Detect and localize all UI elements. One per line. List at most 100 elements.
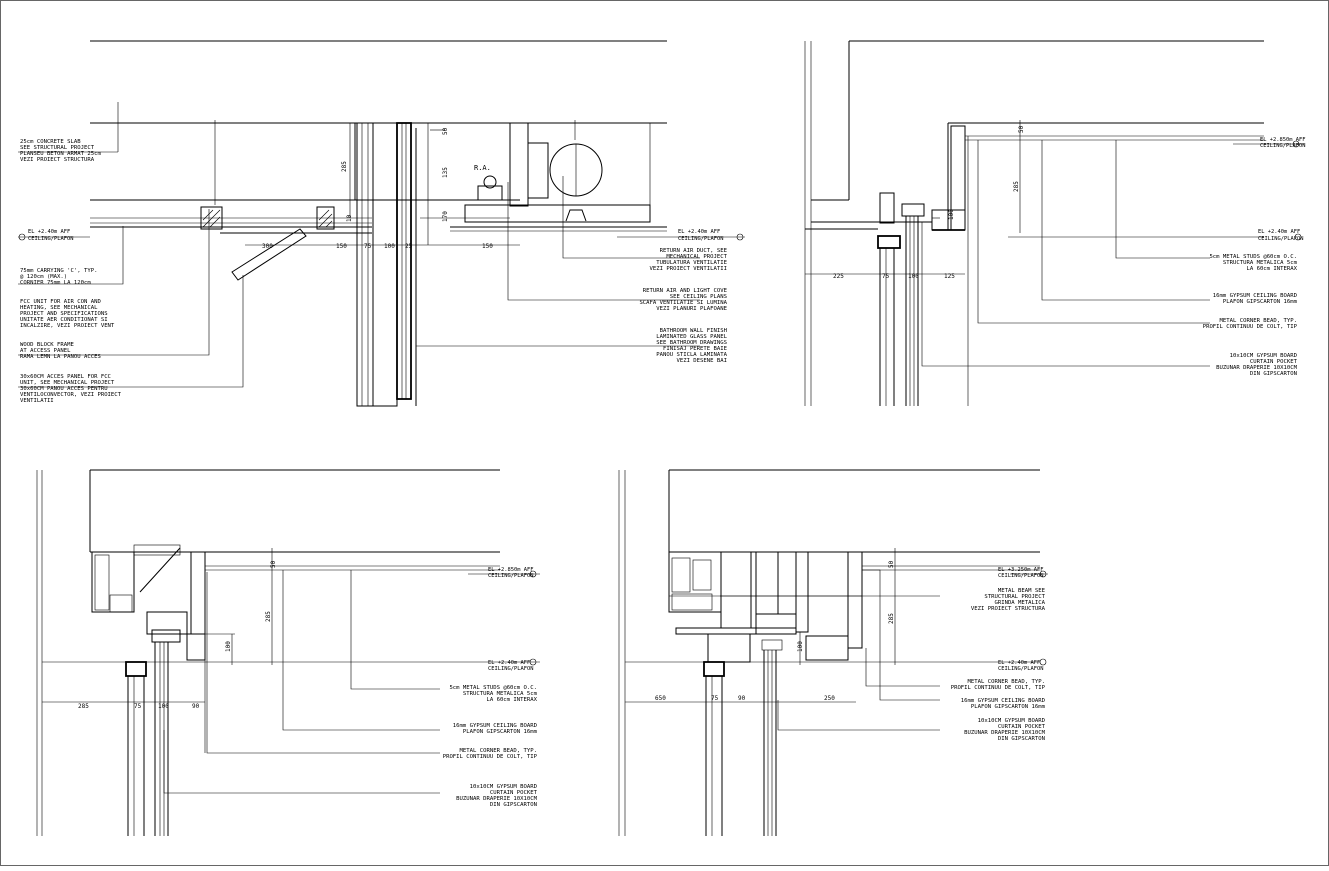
- svg-text:BUZUNAR DRAPERIE 10X10CM: BUZUNAR DRAPERIE 10X10CM: [964, 730, 1045, 736]
- svg-text:EL +2.40m AFF: EL +2.40m AFF: [678, 229, 720, 235]
- svg-text:LAMINATED GLASS PANEL: LAMINATED GLASS PANEL: [656, 334, 727, 340]
- svg-text:150: 150: [482, 243, 493, 250]
- svg-text:75: 75: [882, 273, 890, 280]
- svg-text:VEZI PROIECT STRUCTURA: VEZI PROIECT STRUCTURA: [971, 606, 1046, 612]
- svg-text:100: 100: [225, 641, 232, 652]
- svg-text:VEZI DESENE BAI: VEZI DESENE BAI: [676, 358, 727, 364]
- detail4-level-bottom: EL +2.40m AFF CEILING/PLAFON: [998, 660, 1043, 672]
- wood-block-left: [200, 206, 223, 230]
- access-panel: [231, 228, 307, 281]
- svg-text:50: 50: [888, 560, 895, 568]
- svg-text:650: 650: [655, 695, 666, 702]
- svg-text:EL +2.40m AFF: EL +2.40m AFF: [488, 660, 530, 666]
- svg-text:PLAFON GIPSCARTON 16mm: PLAFON GIPSCARTON 16mm: [1223, 299, 1298, 305]
- detail4-level-top: EL +3.250m AFF CEILING/PLAFON: [998, 567, 1043, 579]
- svg-text:SEE STRUCTURAL PROJECT: SEE STRUCTURAL PROJECT: [20, 145, 95, 151]
- svg-text:EL +2.850m AFF: EL +2.850m AFF: [1260, 137, 1305, 143]
- svg-text:BUZUNAR DRAPERIE 10X10CM: BUZUNAR DRAPERIE 10X10CM: [456, 796, 537, 802]
- svg-text:16mm GYPSUM CEILING BOARD: 16mm GYPSUM CEILING BOARD: [453, 723, 538, 729]
- svg-text:100: 100: [908, 273, 919, 280]
- svg-text:PLAFON GIPSCARTON 16mm: PLAFON GIPSCARTON 16mm: [463, 729, 538, 735]
- svg-text:PROFIL CONTINUU DE COLT, TIP: PROFIL CONTINUU DE COLT, TIP: [1203, 324, 1298, 330]
- svg-text:CEILING/PLAFON: CEILING/PLAFON: [488, 573, 533, 579]
- svg-text:135: 135: [442, 167, 449, 178]
- svg-text:EL +2.40m AFF: EL +2.40m AFF: [1258, 229, 1300, 235]
- svg-text:CURTAIN POCKET: CURTAIN POCKET: [490, 790, 538, 796]
- svg-text:CEILING/PLAFON: CEILING/PLAFON: [1260, 143, 1305, 149]
- svg-text:METAL BEAM SEE: METAL BEAM SEE: [998, 588, 1046, 594]
- svg-text:10x10CM GYPSUM BOARD: 10x10CM GYPSUM BOARD: [978, 718, 1046, 724]
- svg-text:50: 50: [270, 560, 277, 568]
- detail2-notes: 5cm METAL STUDS @60cm O.C. STRUCTURA MET…: [1203, 254, 1298, 377]
- glass-panel: [396, 122, 412, 400]
- level-markers: [18, 140, 1302, 666]
- svg-text:50: 50: [1018, 125, 1025, 133]
- wood-block-right: [316, 206, 335, 230]
- svg-text:EL +2.850m AFF: EL +2.850m AFF: [488, 567, 533, 573]
- svg-text:STRUCTURA METALICA 5cm: STRUCTURA METALICA 5cm: [463, 691, 538, 697]
- detail1-note-1: 75mm CARRYING 'C', TYP. @ 120cm (MAX.) C…: [20, 268, 97, 286]
- detail2-level-bottom: EL +2.40m AFF CEILING/PLAFON: [1258, 229, 1303, 242]
- detail1-level-left: EL +2.40m AFF CEILING/PLAFON: [28, 229, 73, 242]
- svg-text:WOOD BLOCK FRAME: WOOD BLOCK FRAME: [20, 342, 75, 348]
- svg-text:EL +2.40m AFF: EL +2.40m AFF: [28, 229, 70, 235]
- svg-text:RAMA LEMN LA PANOU ACCES: RAMA LEMN LA PANOU ACCES: [20, 354, 101, 360]
- svg-text:50: 50: [442, 127, 449, 135]
- svg-text:CEILING/PLAFON: CEILING/PLAFON: [488, 666, 533, 672]
- svg-text:LA 60cm INTERAX: LA 60cm INTERAX: [486, 697, 537, 703]
- svg-text:250: 250: [824, 695, 835, 702]
- detail-4: EL +3.250m AFF CEILING/PLAFON EL +2.40m …: [618, 469, 1048, 836]
- svg-text:DIN GIPSCARTON: DIN GIPSCARTON: [998, 736, 1045, 742]
- svg-text:INCALZIRE, VEZI PROIECT VENT: INCALZIRE, VEZI PROIECT VENT: [20, 323, 115, 329]
- detail4-notes: METAL BEAM SEE STRUCTURAL PROJECT GRINDA…: [951, 588, 1046, 742]
- svg-text:FCC UNIT FOR AIR CON AND: FCC UNIT FOR AIR CON AND: [20, 299, 101, 305]
- svg-text:METAL CORNER BEAD, TYP.: METAL CORNER BEAD, TYP.: [1220, 318, 1297, 324]
- detail1-right-note-2: BATHROOM WALL FINISH LAMINATED GLASS PAN…: [656, 328, 727, 364]
- svg-text:METAL CORNER BEAD, TYP.: METAL CORNER BEAD, TYP.: [460, 748, 537, 754]
- detail-3: EL +2.850m AFF CEILING/PLAFON EL +2.40m …: [36, 469, 540, 836]
- svg-text:90: 90: [738, 695, 746, 702]
- svg-text:BUZUNAR DRAPERIE 10X10CM: BUZUNAR DRAPERIE 10X10CM: [1216, 365, 1297, 371]
- svg-text:TUBULATURA VENTILATIE: TUBULATURA VENTILATIE: [656, 260, 727, 266]
- svg-text:285: 285: [265, 611, 272, 622]
- svg-text:100: 100: [797, 641, 804, 652]
- svg-text:VENTILOCONVECTOR, VEZI PROIECT: VENTILOCONVECTOR, VEZI PROIECT: [20, 392, 122, 398]
- svg-text:PROFIL CONTINUU DE COLT, TIP: PROFIL CONTINUU DE COLT, TIP: [951, 685, 1046, 691]
- svg-text:BATHROOM WALL FINISH: BATHROOM WALL FINISH: [660, 328, 727, 334]
- svg-text:RETURN AIR DUCT, SEE: RETURN AIR DUCT, SEE: [660, 248, 728, 254]
- svg-text:100: 100: [948, 209, 955, 220]
- svg-text:AT ACCESS PANEL: AT ACCESS PANEL: [20, 348, 71, 354]
- svg-text:PLAFON GIPSCARTON 16mm: PLAFON GIPSCARTON 16mm: [971, 704, 1046, 710]
- svg-text:PROJECT AND SPECIFICATIONS: PROJECT AND SPECIFICATIONS: [20, 311, 108, 317]
- svg-text:100: 100: [384, 243, 395, 250]
- detail3-notes: 5cm METAL STUDS @60cm O.C. STRUCTURA MET…: [443, 685, 538, 808]
- svg-text:FINISAJ PERETE BAIE: FINISAJ PERETE BAIE: [663, 346, 728, 352]
- svg-text:30x60CM ACCES PANEL FOR FCC: 30x60CM ACCES PANEL FOR FCC: [20, 374, 111, 380]
- svg-text:RETURN AIR AND LIGHT COVE: RETURN AIR AND LIGHT COVE: [643, 288, 728, 294]
- svg-text:VENTILATII: VENTILATII: [20, 398, 54, 404]
- detail1-note-2: FCC UNIT FOR AIR CON AND HEATING, SEE ME…: [20, 299, 115, 329]
- svg-text:VEZI PROIECT VENTILATII: VEZI PROIECT VENTILATII: [650, 266, 727, 272]
- svg-text:@ 120cm (MAX.): @ 120cm (MAX.): [20, 274, 67, 280]
- svg-text:285: 285: [1013, 181, 1020, 192]
- svg-text:16mm GYPSUM CEILING BOARD: 16mm GYPSUM CEILING BOARD: [1213, 293, 1298, 299]
- svg-text:75: 75: [134, 703, 142, 710]
- svg-text:UNIT, SEE MECHANICAL PROJECT: UNIT, SEE MECHANICAL PROJECT: [20, 380, 115, 386]
- ra-label: R.A.: [474, 164, 491, 172]
- svg-text:PLANSEU BETON ARMAT 25cm: PLANSEU BETON ARMAT 25cm: [20, 151, 101, 157]
- svg-text:170: 170: [442, 211, 449, 222]
- svg-text:MECHANICAL PROJECT: MECHANICAL PROJECT: [666, 254, 727, 260]
- svg-text:5cm METAL STUDS @60cm O.C.: 5cm METAL STUDS @60cm O.C.: [449, 685, 537, 691]
- svg-text:HEATING, SEE MECHANICAL: HEATING, SEE MECHANICAL: [20, 305, 98, 311]
- svg-text:75: 75: [364, 243, 372, 250]
- svg-text:VEZI PLANURI PLAFOANE: VEZI PLANURI PLAFOANE: [656, 306, 727, 312]
- svg-text:PROFIL CONTINUU DE COLT, TIP: PROFIL CONTINUU DE COLT, TIP: [443, 754, 538, 760]
- detail1-level-right: EL +2.40m AFF CEILING/PLAFON: [678, 229, 723, 242]
- detail2-level-top: EL +2.850m AFF CEILING/PLAFON: [1260, 137, 1305, 149]
- svg-text:VEZI PROIECT STRUCTURA: VEZI PROIECT STRUCTURA: [20, 157, 95, 163]
- svg-text:CORNIER 75mm LA 120cm: CORNIER 75mm LA 120cm: [20, 280, 91, 286]
- svg-text:75: 75: [711, 695, 719, 702]
- svg-text:285: 285: [78, 703, 89, 710]
